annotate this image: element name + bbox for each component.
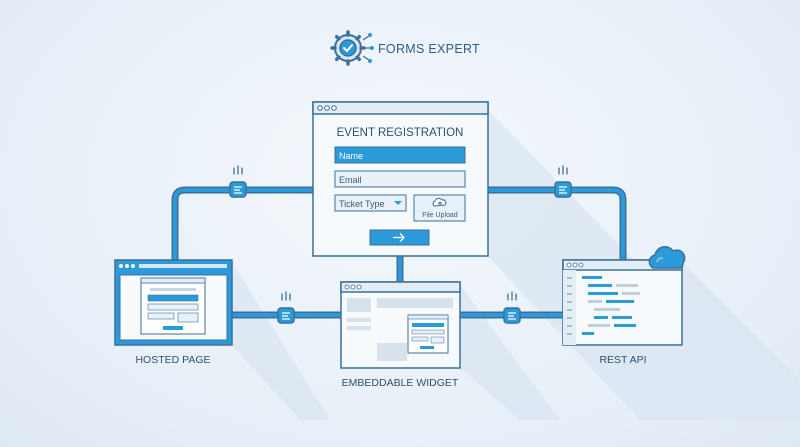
hosted-page-label: HOSTED PAGE [135, 354, 210, 366]
connector-node-bottom-left [277, 291, 295, 324]
embeddable-widget-label: EMBEDDABLE WIDGET [342, 377, 459, 389]
file-upload-button[interactable]: File Upload [413, 194, 466, 222]
name-input[interactable]: Name [334, 146, 466, 164]
code-lines [567, 276, 640, 335]
embeddable-widget-window [340, 281, 461, 369]
form-title: EVENT REGISTRATION [337, 127, 464, 139]
brand-logo: FORMS EXPERT [330, 30, 480, 66]
file-upload-label: File Upload [422, 212, 458, 219]
arrow-right-icon [393, 233, 405, 242]
connector-node-left [229, 165, 247, 198]
ticket-type-label: Ticket Type [339, 199, 385, 209]
ticket-type-select[interactable]: Ticket Type [334, 194, 407, 212]
brand-name: FORMS EXPERT [378, 42, 480, 56]
gear-check-icon [330, 30, 374, 66]
rest-api-label: REST API [599, 354, 646, 366]
hosted-page-window [114, 259, 233, 346]
connector-node-bottom-right [503, 291, 521, 324]
email-input[interactable]: Email [334, 170, 466, 188]
submit-button[interactable] [369, 229, 430, 246]
event-registration-window: EVENT REGISTRATION Name Email Ticket Typ… [312, 101, 489, 257]
rest-api-window [562, 259, 683, 346]
cloud-upload-icon [432, 197, 447, 207]
hosted-mini-form [140, 277, 206, 335]
chevron-down-icon [394, 201, 402, 205]
email-placeholder: Email [339, 175, 362, 185]
name-placeholder: Name [339, 151, 363, 161]
connector-node-right [554, 165, 572, 198]
widget-mini-form [407, 314, 449, 354]
cloud-icon [648, 246, 686, 269]
